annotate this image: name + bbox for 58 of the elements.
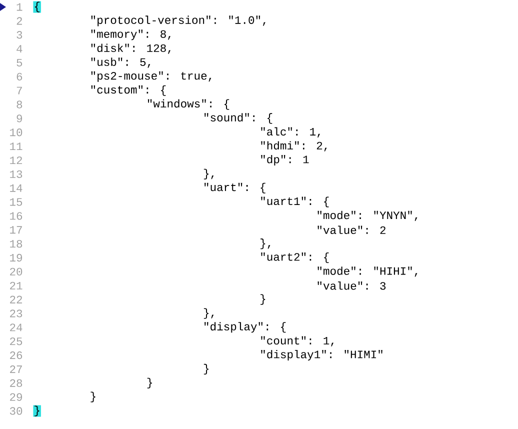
code-line: "memory": 8, bbox=[91, 30, 170, 40]
line-number: 26 bbox=[10, 351, 22, 360]
line-number: 10 bbox=[10, 128, 22, 136]
code-line: }, bbox=[204, 168, 214, 180]
line-number: 27 bbox=[10, 365, 22, 373]
line-number: 6 bbox=[16, 72, 22, 80]
line-number: 8 bbox=[16, 100, 22, 108]
code-line: "sound": { bbox=[204, 113, 272, 124]
code-line: "value": 2 bbox=[318, 226, 386, 234]
code-line: }, bbox=[260, 238, 270, 250]
code-line: } bbox=[204, 364, 209, 374]
code-line: "value": 3 bbox=[318, 281, 386, 290]
code-line: "count": 1, bbox=[261, 336, 334, 346]
code-line: "disk": 128, bbox=[91, 44, 170, 54]
line-number: 25 bbox=[10, 338, 22, 346]
line-number: 12 bbox=[10, 156, 22, 164]
line-number: 15 bbox=[10, 198, 22, 206]
code-line: "uart2": { bbox=[261, 252, 329, 263]
code-line: "protocol-version": "1.0", bbox=[91, 16, 266, 26]
line-number: 20 bbox=[10, 268, 22, 276]
line-number: 14 bbox=[10, 184, 22, 192]
line-number: 3 bbox=[16, 31, 22, 39]
line-number: 17 bbox=[10, 226, 22, 234]
code-line: "ps2-mouse": true, bbox=[91, 71, 212, 82]
code-line: "display1": "HIMI" bbox=[261, 350, 382, 361]
line-number: 28 bbox=[10, 379, 22, 387]
code-line: "uart1": { bbox=[261, 196, 329, 208]
code-line: "display": { bbox=[204, 322, 286, 333]
code-line: "custom": { bbox=[91, 85, 166, 96]
line-number: 18 bbox=[10, 240, 22, 248]
line-number: 13 bbox=[10, 170, 22, 178]
line-number: 2 bbox=[16, 17, 22, 25]
line-number: 30 bbox=[10, 407, 22, 415]
line-number: 24 bbox=[10, 324, 22, 332]
code-line: } bbox=[90, 392, 96, 402]
line-number: 16 bbox=[10, 212, 22, 220]
code-line: "mode": "HIHI", bbox=[318, 266, 418, 277]
code-line: "dp": 1 bbox=[261, 154, 309, 166]
line-number: 23 bbox=[10, 310, 22, 318]
line-number: 22 bbox=[10, 296, 22, 304]
line-number: 29 bbox=[10, 393, 22, 401]
line-number: 4 bbox=[16, 45, 22, 53]
line-number: 1 bbox=[16, 3, 22, 11]
line-number: 7 bbox=[16, 86, 22, 94]
code-line: } bbox=[260, 294, 266, 305]
line-number: 19 bbox=[10, 254, 22, 262]
code-line: "uart": { bbox=[204, 182, 266, 194]
code-line: "usb": 5, bbox=[91, 58, 150, 68]
line-number: 9 bbox=[16, 114, 22, 122]
line-number: 11 bbox=[10, 142, 22, 150]
code-line: "alc": 1, bbox=[261, 127, 320, 138]
code-line: } bbox=[147, 378, 152, 388]
code-line: }, bbox=[204, 308, 214, 319]
line-number: 21 bbox=[10, 282, 22, 290]
line-number: 5 bbox=[16, 58, 22, 66]
code-line: "mode": "YNYN", bbox=[318, 210, 418, 222]
code-line: "hdmi": 2, bbox=[261, 141, 327, 152]
code-line: "windows": { bbox=[148, 99, 230, 110]
